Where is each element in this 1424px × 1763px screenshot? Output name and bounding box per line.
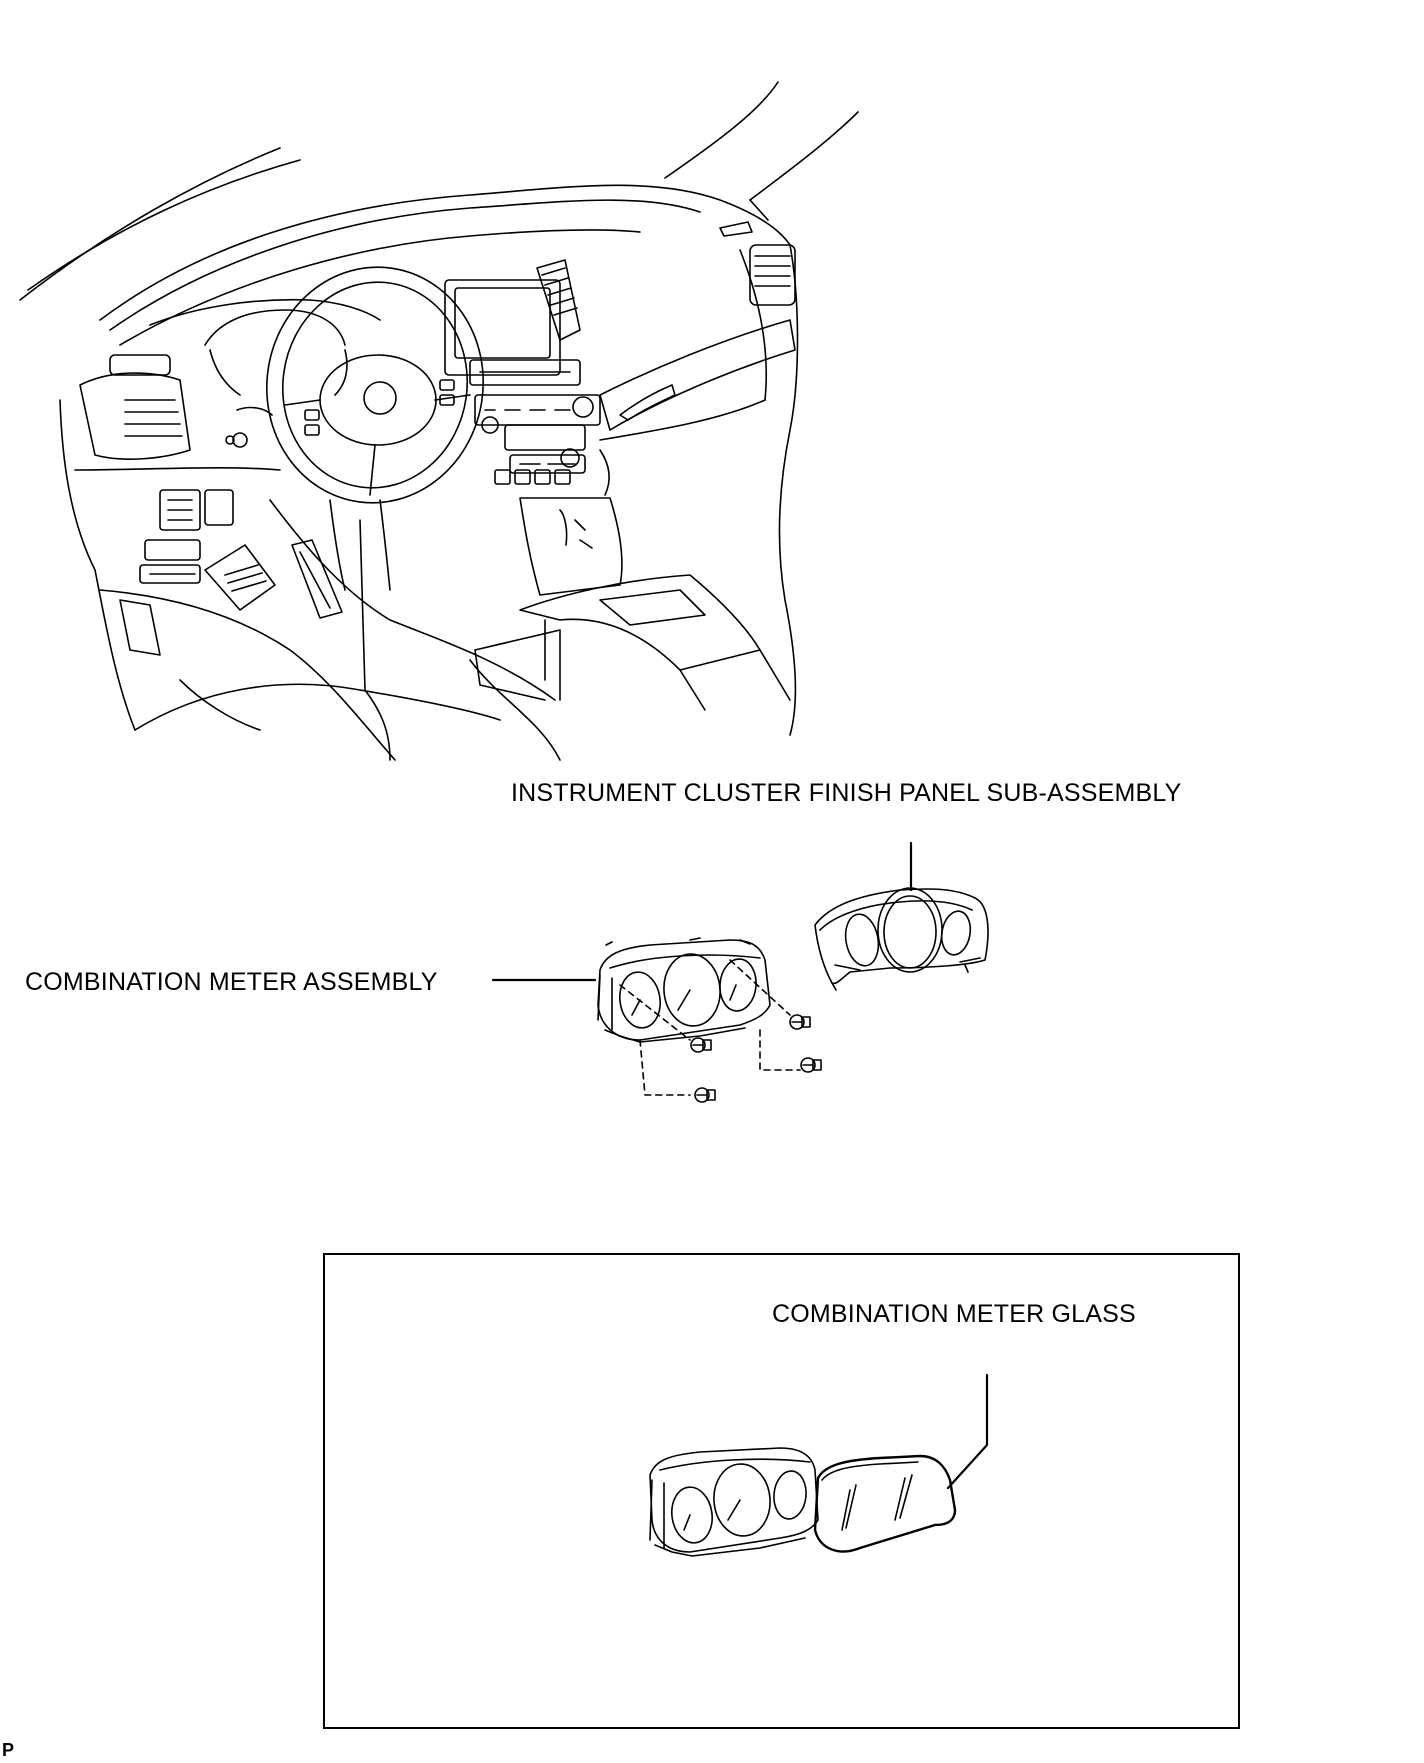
dashboard-overview-drawing xyxy=(19,81,859,761)
finish-panel-label: INSTRUMENT CLUSTER FINISH PANEL SUB-ASSE… xyxy=(511,779,1182,807)
meter-glass-label: COMBINATION METER GLASS xyxy=(772,1300,1136,1328)
meter-assembly-label: COMBINATION METER ASSEMBLY xyxy=(25,968,438,996)
meter-glass-inset-drawing xyxy=(649,1373,989,1557)
finish-panel-drawing xyxy=(814,841,989,991)
corner-mark: P xyxy=(2,1740,15,1760)
meter-assembly-drawing xyxy=(491,937,822,1103)
screw-group xyxy=(690,1014,822,1103)
inset-frame xyxy=(323,1253,1240,1729)
